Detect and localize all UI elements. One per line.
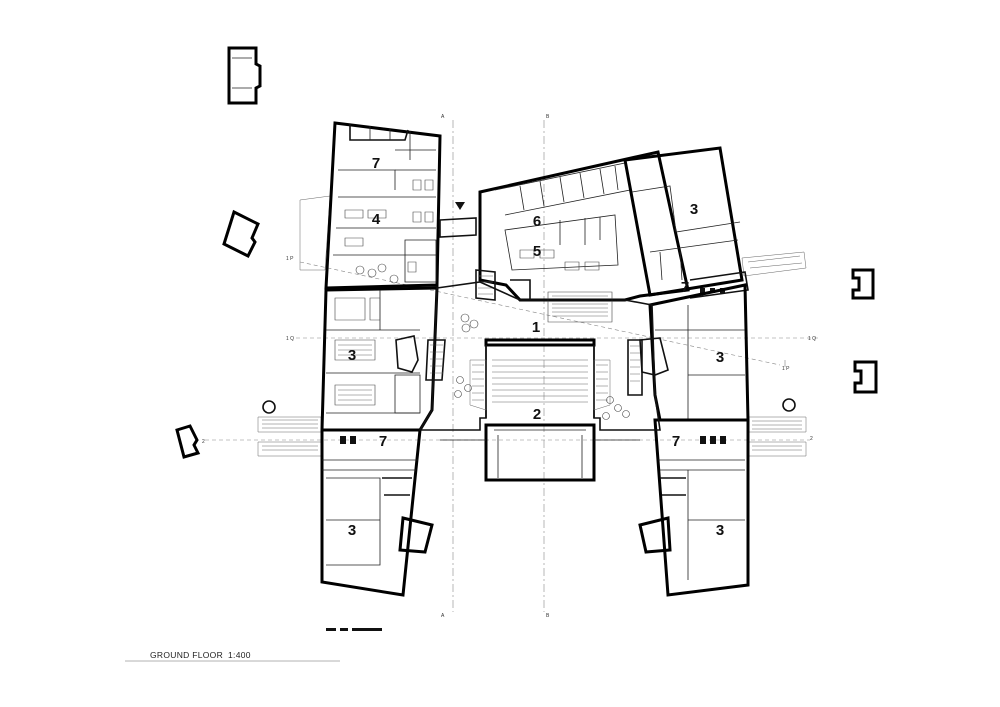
section-mark-1q-left: 1 Q <box>286 336 294 342</box>
room-label-7-north-east: 7 <box>681 279 689 296</box>
section-mark-2-left: 2 <box>202 439 205 445</box>
room-label-5: 5 <box>533 243 541 260</box>
section-mark-b-bottom: B <box>546 613 550 619</box>
section-mark-2-right: 2 <box>810 436 813 442</box>
east-wing-upper <box>627 283 750 422</box>
west-wing-middle <box>320 286 446 432</box>
room-label-3-east: 3 <box>716 349 724 366</box>
section-mark-a-bottom: A <box>441 613 445 619</box>
north-center-block <box>475 150 690 323</box>
drawing-title: GROUND FLOOR 1:400 <box>125 650 340 662</box>
room-label-1: 1 <box>532 319 540 336</box>
room-labels: 1 2 3 3 3 3 3 4 5 6 7 7 7 7 <box>348 155 724 539</box>
section-mark-1q-right: 1 Q <box>808 336 816 342</box>
room-label-4: 4 <box>372 211 381 228</box>
section-mark-1p-right: 1 P <box>782 366 790 372</box>
room-label-7-north-west: 7 <box>372 155 380 172</box>
room-label-3-west: 3 <box>348 347 356 364</box>
detached-pavilions <box>175 46 878 459</box>
section-mark-a-top: A <box>441 114 445 120</box>
east-wing-lower <box>638 418 750 597</box>
drawing-scale-text: 1:400 <box>228 650 251 660</box>
room-label-3-south-east: 3 <box>716 522 724 539</box>
room-label-3-south-west: 3 <box>348 522 356 539</box>
section-mark-b-top: B <box>546 114 550 120</box>
section-mark-1p-left: 1 P <box>286 256 294 262</box>
north-east-wing <box>623 146 749 299</box>
room-label-7-west: 7 <box>379 433 387 450</box>
scale-bar <box>326 628 382 631</box>
room-label-2: 2 <box>533 406 541 423</box>
room-label-3-north-east: 3 <box>690 201 698 218</box>
west-wing-north <box>324 121 442 290</box>
room-label-6: 6 <box>533 213 541 230</box>
west-wing-south <box>320 428 434 597</box>
drawing-title-text: GROUND FLOOR <box>150 650 223 660</box>
central-hall <box>418 202 661 482</box>
room-label-7-east: 7 <box>672 433 680 450</box>
